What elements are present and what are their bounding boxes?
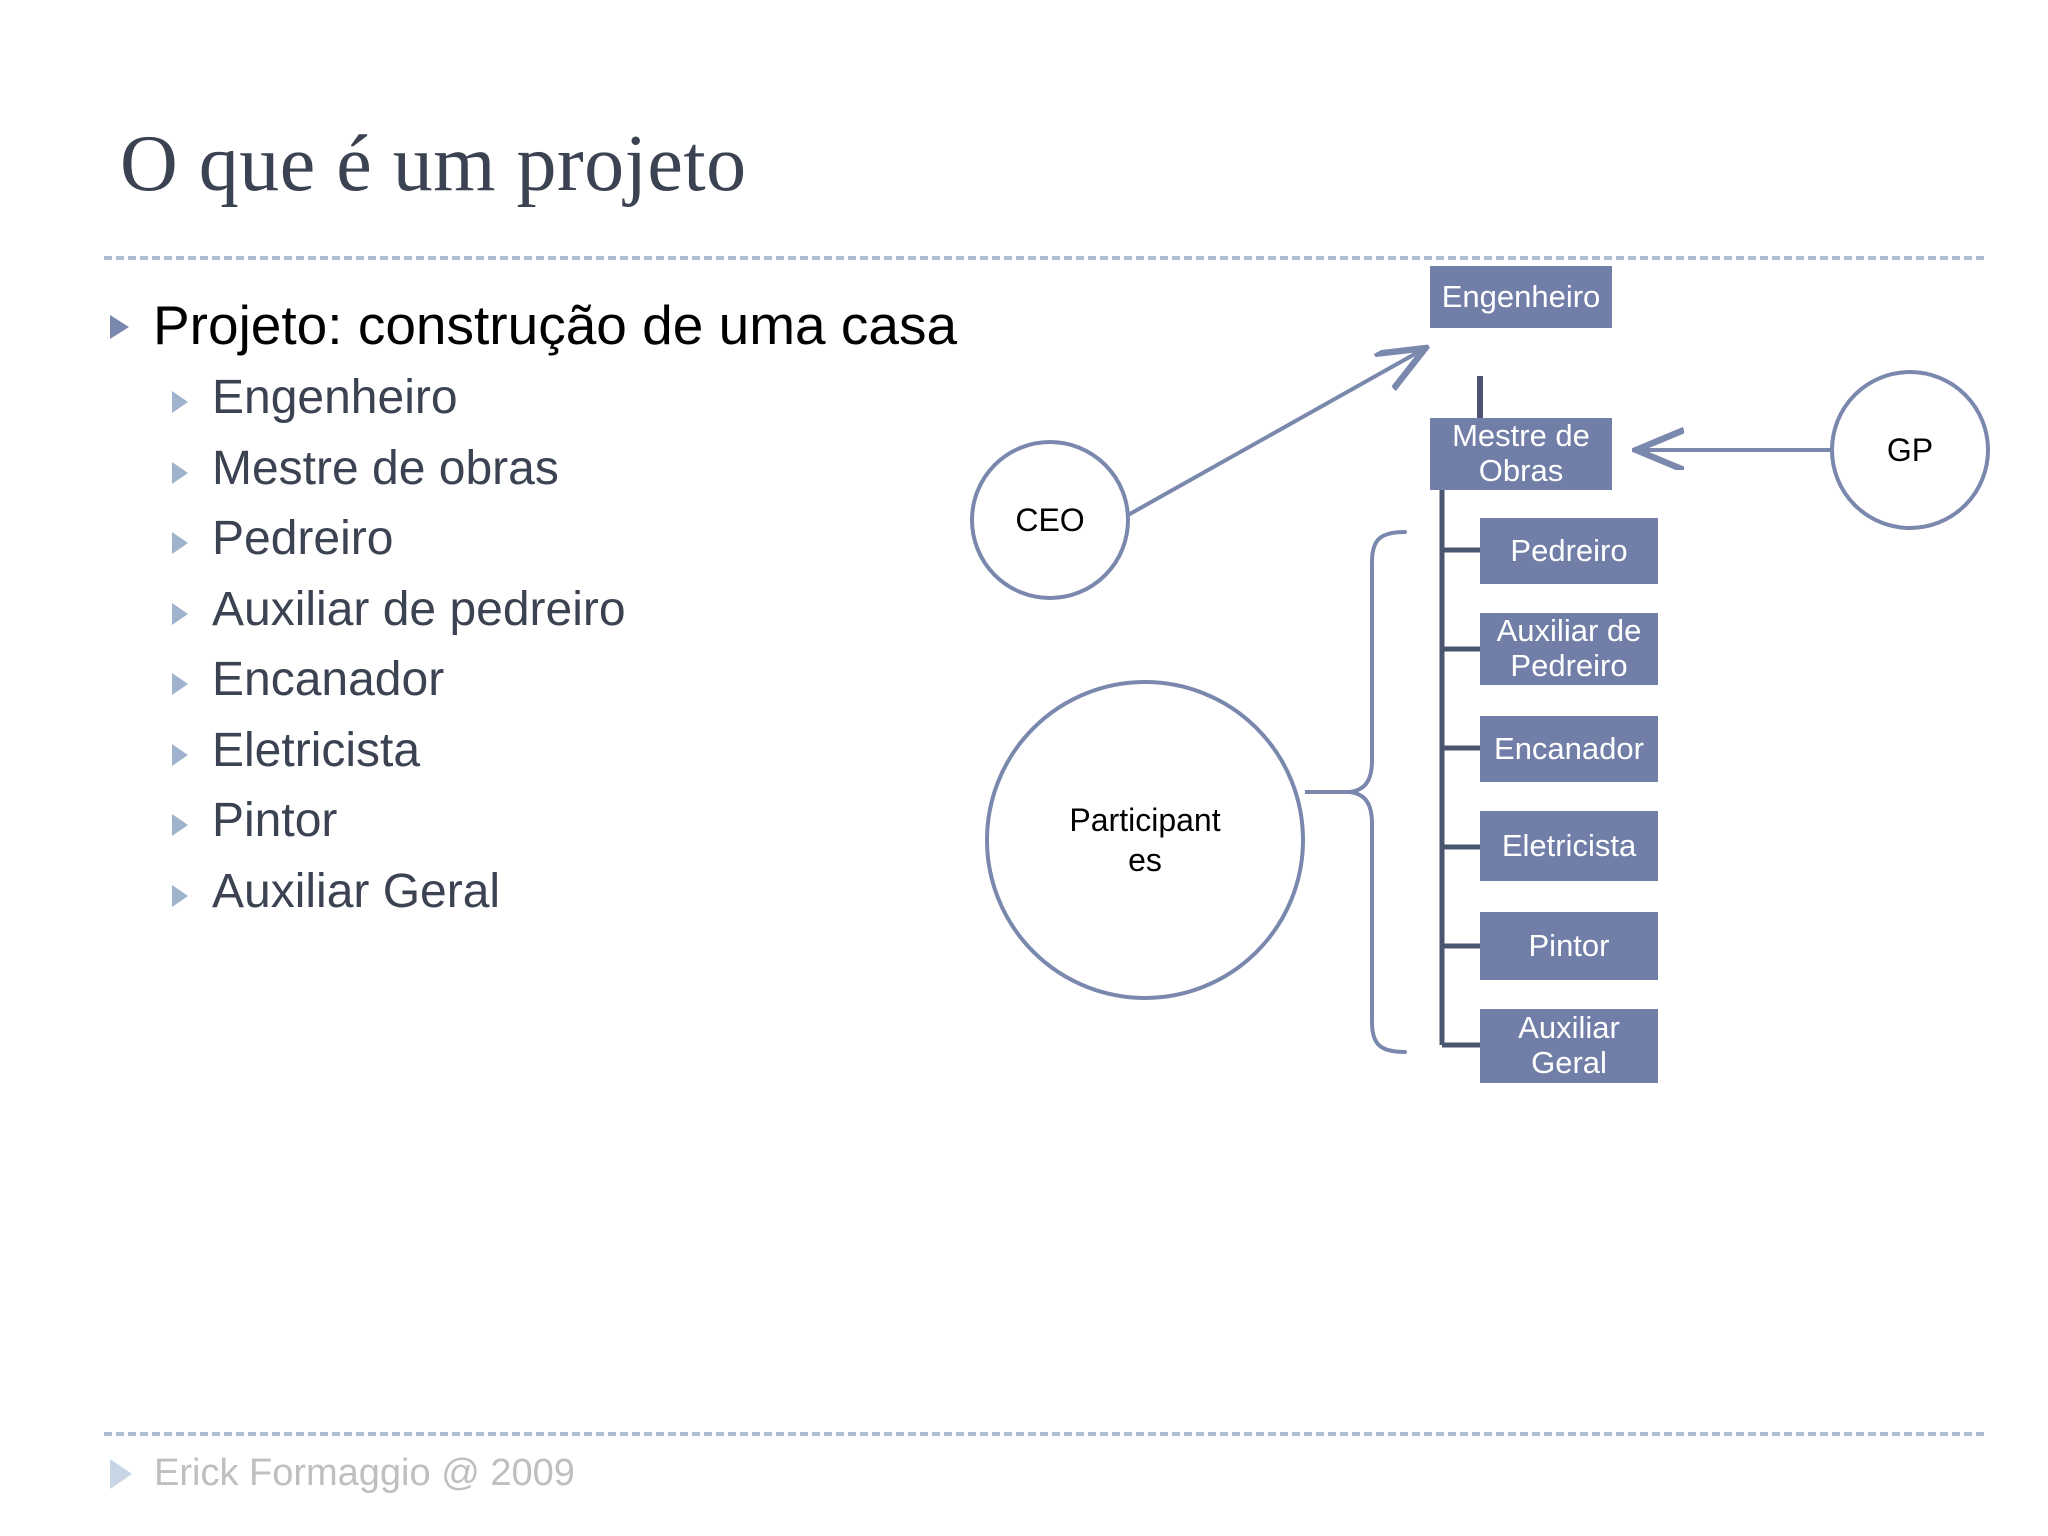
node-label-line2: Obras	[1478, 453, 1564, 488]
org-chart-diagram: CEO GP Participant es Engenheiro Mestre …	[960, 266, 2020, 1360]
node-gp[interactable]: GP	[1830, 370, 1990, 530]
bullet-item-main: Projeto: construção de uma casa	[110, 292, 1010, 359]
footer-label: Erick Formaggio @ 2009	[154, 1452, 575, 1494]
node-auxiliar-de-pedreiro[interactable]: Auxiliar de Pedreiro	[1480, 613, 1658, 685]
node-label: Pedreiro	[1510, 532, 1628, 568]
node-label: CEO	[1015, 502, 1085, 538]
participantes-brace	[1348, 530, 1407, 1054]
triangle-bullet-icon	[172, 532, 188, 555]
bullet-label: Engenheiro	[212, 371, 458, 425]
bullet-label: Pedreiro	[212, 512, 394, 566]
org-chart-connectors	[1127, 300, 1832, 1054]
page-title: O que é um projeto	[120, 120, 747, 208]
node-label-line2: es	[1128, 842, 1162, 878]
bullet-label: Auxiliar de pedreiro	[212, 582, 626, 636]
node-ceo[interactable]: CEO	[970, 440, 1130, 600]
node-pedreiro[interactable]: Pedreiro	[1480, 518, 1658, 584]
node-label-line2: Geral	[1531, 1045, 1607, 1080]
bullet-item-engenheiro: Engenheiro	[172, 369, 1010, 428]
connector-ceo-to-engenheiro	[1127, 350, 1422, 517]
triangle-bullet-icon	[172, 743, 188, 766]
triangle-bullet-icon	[172, 884, 188, 907]
node-engenheiro[interactable]: Engenheiro	[1430, 266, 1612, 328]
node-label-line1: Auxiliar	[1518, 1010, 1620, 1046]
bullet-item-encanador: Encanador	[172, 651, 1010, 710]
triangle-bullet-icon	[172, 673, 188, 696]
triangle-bullet-icon	[110, 315, 129, 339]
triangle-bullet-icon	[172, 814, 188, 837]
node-participantes[interactable]: Participant es	[985, 680, 1305, 1000]
bullet-label: Encanador	[212, 653, 445, 707]
node-mestre-de-obras[interactable]: Mestre de Obras	[1430, 418, 1612, 490]
bullet-label: Auxiliar Geral	[212, 864, 501, 918]
title-divider	[104, 256, 1984, 260]
triangle-bullet-icon	[172, 461, 188, 484]
triangle-bullet-icon	[110, 1458, 132, 1489]
node-label: GP	[1886, 432, 1934, 468]
bullet-label: Projeto: construção de uma casa	[153, 294, 958, 356]
bullet-item-mestre-de-obras: Mestre de obras	[172, 440, 1010, 499]
bullet-item-pintor: Pintor	[172, 792, 1010, 851]
node-eletricista[interactable]: Eletricista	[1480, 811, 1658, 881]
node-label: Encanador	[1494, 730, 1644, 766]
footer-divider	[104, 1432, 1984, 1436]
node-label: Eletricista	[1501, 827, 1637, 863]
bullet-list: Projeto: construção de uma casa Engenhei…	[110, 292, 1010, 933]
node-label-line2: Pedreiro	[1510, 648, 1628, 683]
triangle-bullet-icon	[172, 391, 188, 414]
node-label: Engenheiro	[1441, 278, 1601, 314]
node-label-line1: Auxiliar de	[1496, 613, 1642, 649]
bullet-item-auxiliar-de-pedreiro: Auxiliar de pedreiro	[172, 581, 1010, 640]
bullet-label: Eletricista	[212, 723, 421, 777]
bullet-label: Mestre de obras	[212, 441, 559, 495]
node-auxiliar-geral[interactable]: Auxiliar Geral	[1480, 1009, 1658, 1083]
triangle-bullet-icon	[172, 602, 188, 625]
node-label-line1: Mestre de	[1452, 418, 1590, 454]
footer: Erick Formaggio @ 2009	[110, 1452, 575, 1495]
bullet-item-pedreiro: Pedreiro	[172, 510, 1010, 569]
node-pintor[interactable]: Pintor	[1480, 912, 1658, 980]
node-label: Pintor	[1528, 927, 1610, 963]
bullet-label: Pintor	[212, 794, 338, 848]
bullet-item-eletricista: Eletricista	[172, 722, 1010, 781]
bullet-item-auxiliar-geral: Auxiliar Geral	[172, 863, 1010, 922]
node-label-line1: Participant	[1069, 802, 1221, 838]
node-encanador[interactable]: Encanador	[1480, 716, 1658, 782]
